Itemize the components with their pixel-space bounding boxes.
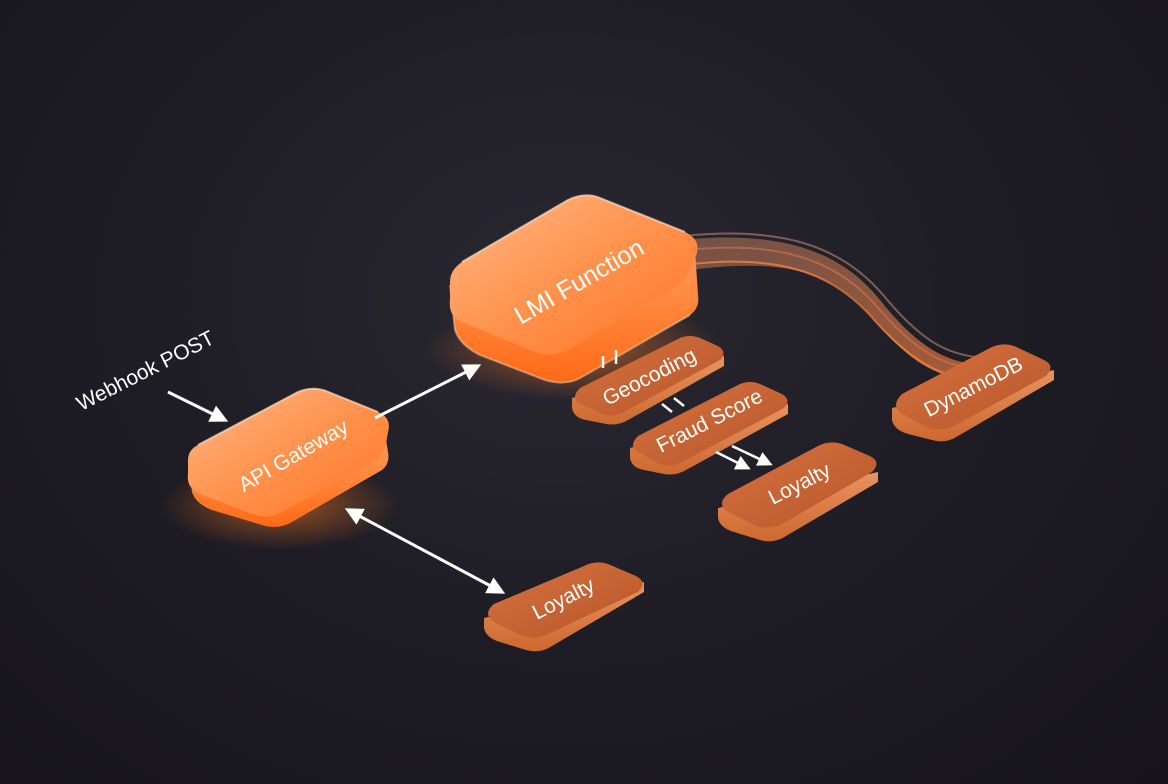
loyalty-bottom-node[interactable]: Loyalty — [484, 562, 644, 652]
api-gateway-to-lmi-arrow — [374, 364, 482, 420]
lmi-function-node[interactable]: LMI Function — [449, 194, 699, 384]
api-gateway-node[interactable]: API Gateway — [187, 387, 389, 527]
lmi-to-dynamodb-pipe — [680, 232, 1000, 383]
geocoding-to-fraud-connector-b — [673, 397, 685, 407]
loyalty-right-node[interactable]: Loyalty — [718, 442, 878, 542]
geocoding-node[interactable]: Geocoding — [572, 336, 724, 425]
api-gateway-loyalty-two-way-arrow — [344, 508, 506, 594]
webhook-to-api-gateway-arrow — [167, 390, 229, 422]
dynamodb-node[interactable]: DynamoDB — [892, 344, 1054, 442]
fraud-to-loyalty-arrow-b — [731, 444, 773, 466]
webhook-post-label: Webhook POST — [73, 326, 218, 415]
connector-arrows — [167, 350, 773, 594]
fraud-to-loyalty-arrow-a — [715, 450, 751, 470]
geocoding-to-fraud-connector-a — [661, 403, 673, 413]
